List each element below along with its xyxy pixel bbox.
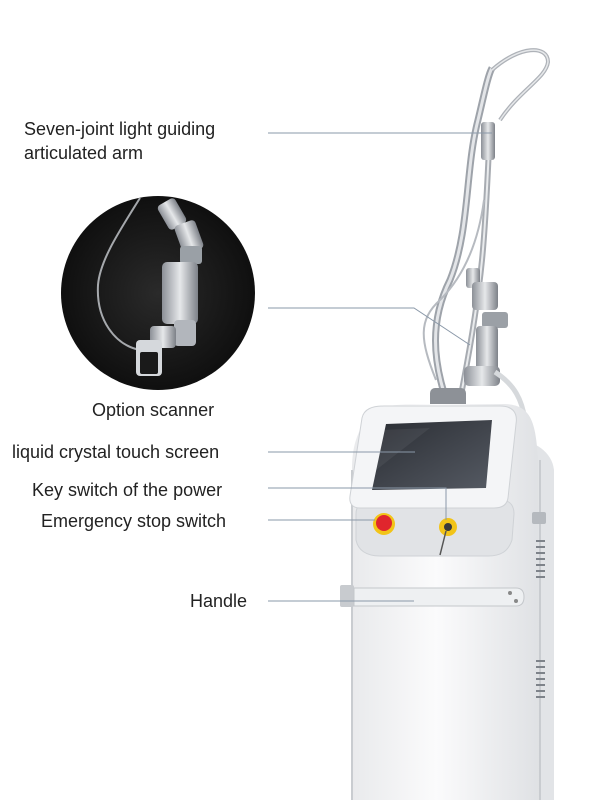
arm-label-line1: Seven-joint light guiding	[24, 119, 216, 139]
handle-label: Handle	[190, 591, 248, 611]
arm-label-line2: articulated arm	[24, 143, 144, 163]
key-leader-line	[268, 487, 447, 520]
handle	[340, 585, 525, 607]
key-switch	[439, 518, 457, 556]
emergency-stop-label: Emergency stop switch	[41, 511, 227, 531]
scanner-leader-line	[268, 307, 471, 346]
key-switch-label: Key switch of the power	[32, 480, 223, 500]
arm-label: Seven-joint light guiding articulated ar…	[24, 117, 215, 165]
articulated-arm	[422, 48, 551, 444]
scanner-inset	[61, 196, 255, 390]
touch-screen-label: liquid crystal touch screen	[12, 442, 220, 462]
emergency-stop-switch	[373, 513, 395, 535]
touch-screen	[349, 405, 517, 509]
leader-lines	[268, 132, 492, 602]
scanner-label: Option scanner	[92, 400, 215, 420]
